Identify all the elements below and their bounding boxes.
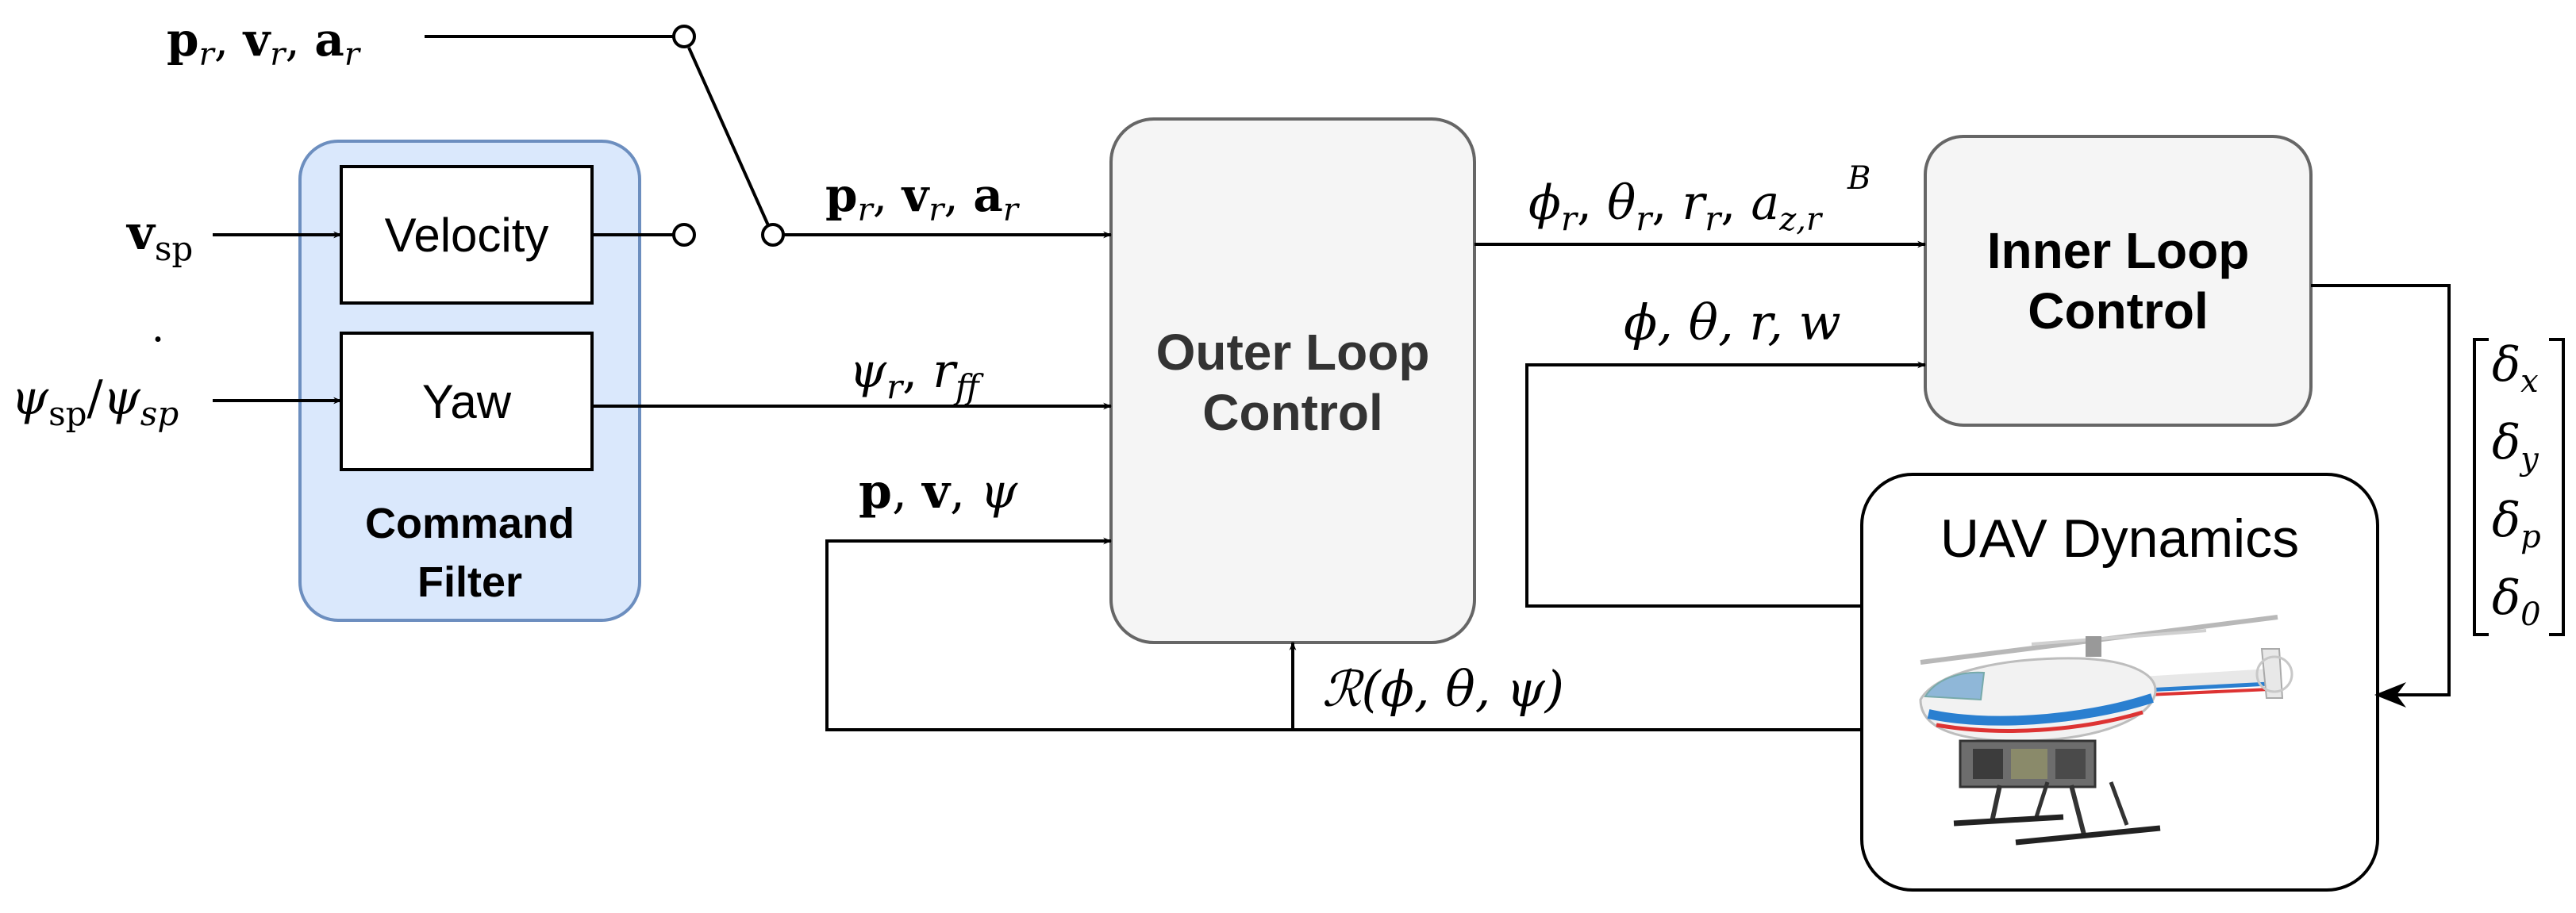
yaw-block: Yaw <box>340 332 594 471</box>
psi-dot-accent: ˙ <box>146 329 170 385</box>
velocity-label: Velocity <box>385 209 549 262</box>
actuator-command-arrow <box>2311 284 2451 708</box>
ref-mid-label: pr, vr, ar <box>825 168 1021 228</box>
ref-top-label: pr, vr, ar <box>167 13 362 73</box>
state-feedback-arrow <box>825 537 1862 731</box>
outer-output-superscript: B <box>1847 160 1870 197</box>
command-filter-label-1: Command <box>365 500 575 547</box>
switch-terminal-output <box>761 223 785 247</box>
velocity-block: Velocity <box>340 165 594 305</box>
delta-0: δ0 <box>2492 570 2541 633</box>
helicopter-icon <box>1919 615 2293 846</box>
pvpsi-label: p, v, ψ <box>859 464 1018 520</box>
delta-p: δp <box>2492 493 2541 555</box>
delta-y: δy <box>2492 415 2539 478</box>
inner-feedback-label: ϕ, θ, r, w <box>1624 293 1841 351</box>
outer-output-label: ϕr, θr, rr, az,r <box>1528 175 1824 238</box>
switch-terminal-velocity <box>672 223 696 247</box>
rotation-label: ℛ(ϕ, θ, ψ) <box>1322 660 1564 718</box>
yaw-label: Yaw <box>422 375 512 428</box>
inner-feedback-arrow <box>1525 361 1927 608</box>
delta-bracket-right <box>2549 338 2565 636</box>
outer-loop-label-2: Control <box>1202 384 1383 441</box>
switch-icon <box>687 47 770 226</box>
outer-loop-control-block: Outer Loop Control <box>1109 117 1476 644</box>
delta-x: δx <box>2492 337 2539 400</box>
inner-loop-control-block: Inner Loop Control <box>1924 135 2313 427</box>
vsp-label: vsp <box>125 205 193 268</box>
inner-loop-label-2: Control <box>2028 282 2209 339</box>
command-filter-label-2: Filter <box>417 558 522 606</box>
psir-rff-label: ψr, rff <box>849 343 984 406</box>
outer-loop-label-1: Outer Loop <box>1156 324 1430 381</box>
inner-loop-label-1: Inner Loop <box>1987 222 2250 279</box>
actuator-deltas: δx δy δp δ0 <box>2492 337 2541 633</box>
uav-dynamics-label: UAV Dynamics <box>1940 508 2299 569</box>
switch-terminal-top <box>672 25 696 48</box>
delta-bracket-left <box>2473 338 2489 636</box>
psisp-label: ψsp/ψsp <box>11 370 179 433</box>
